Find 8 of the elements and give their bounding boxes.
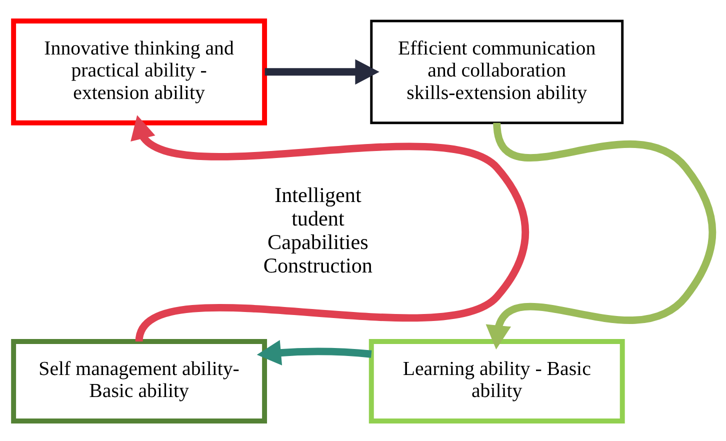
node-box: Self management ability-Basic ability (11, 338, 268, 424)
node-box: Efficient communication and collaboration skills-extension ability (370, 19, 624, 124)
label: Intelligent tudent Capabilities Construction (263, 182, 372, 278)
arrow (256, 340, 372, 365)
node-box: Innovative thinking and practical ability - extension ability (11, 18, 268, 125)
arrow (264, 58, 380, 84)
arrow (486, 122, 716, 349)
node-box: Learning ability - Basic ability (368, 338, 625, 424)
